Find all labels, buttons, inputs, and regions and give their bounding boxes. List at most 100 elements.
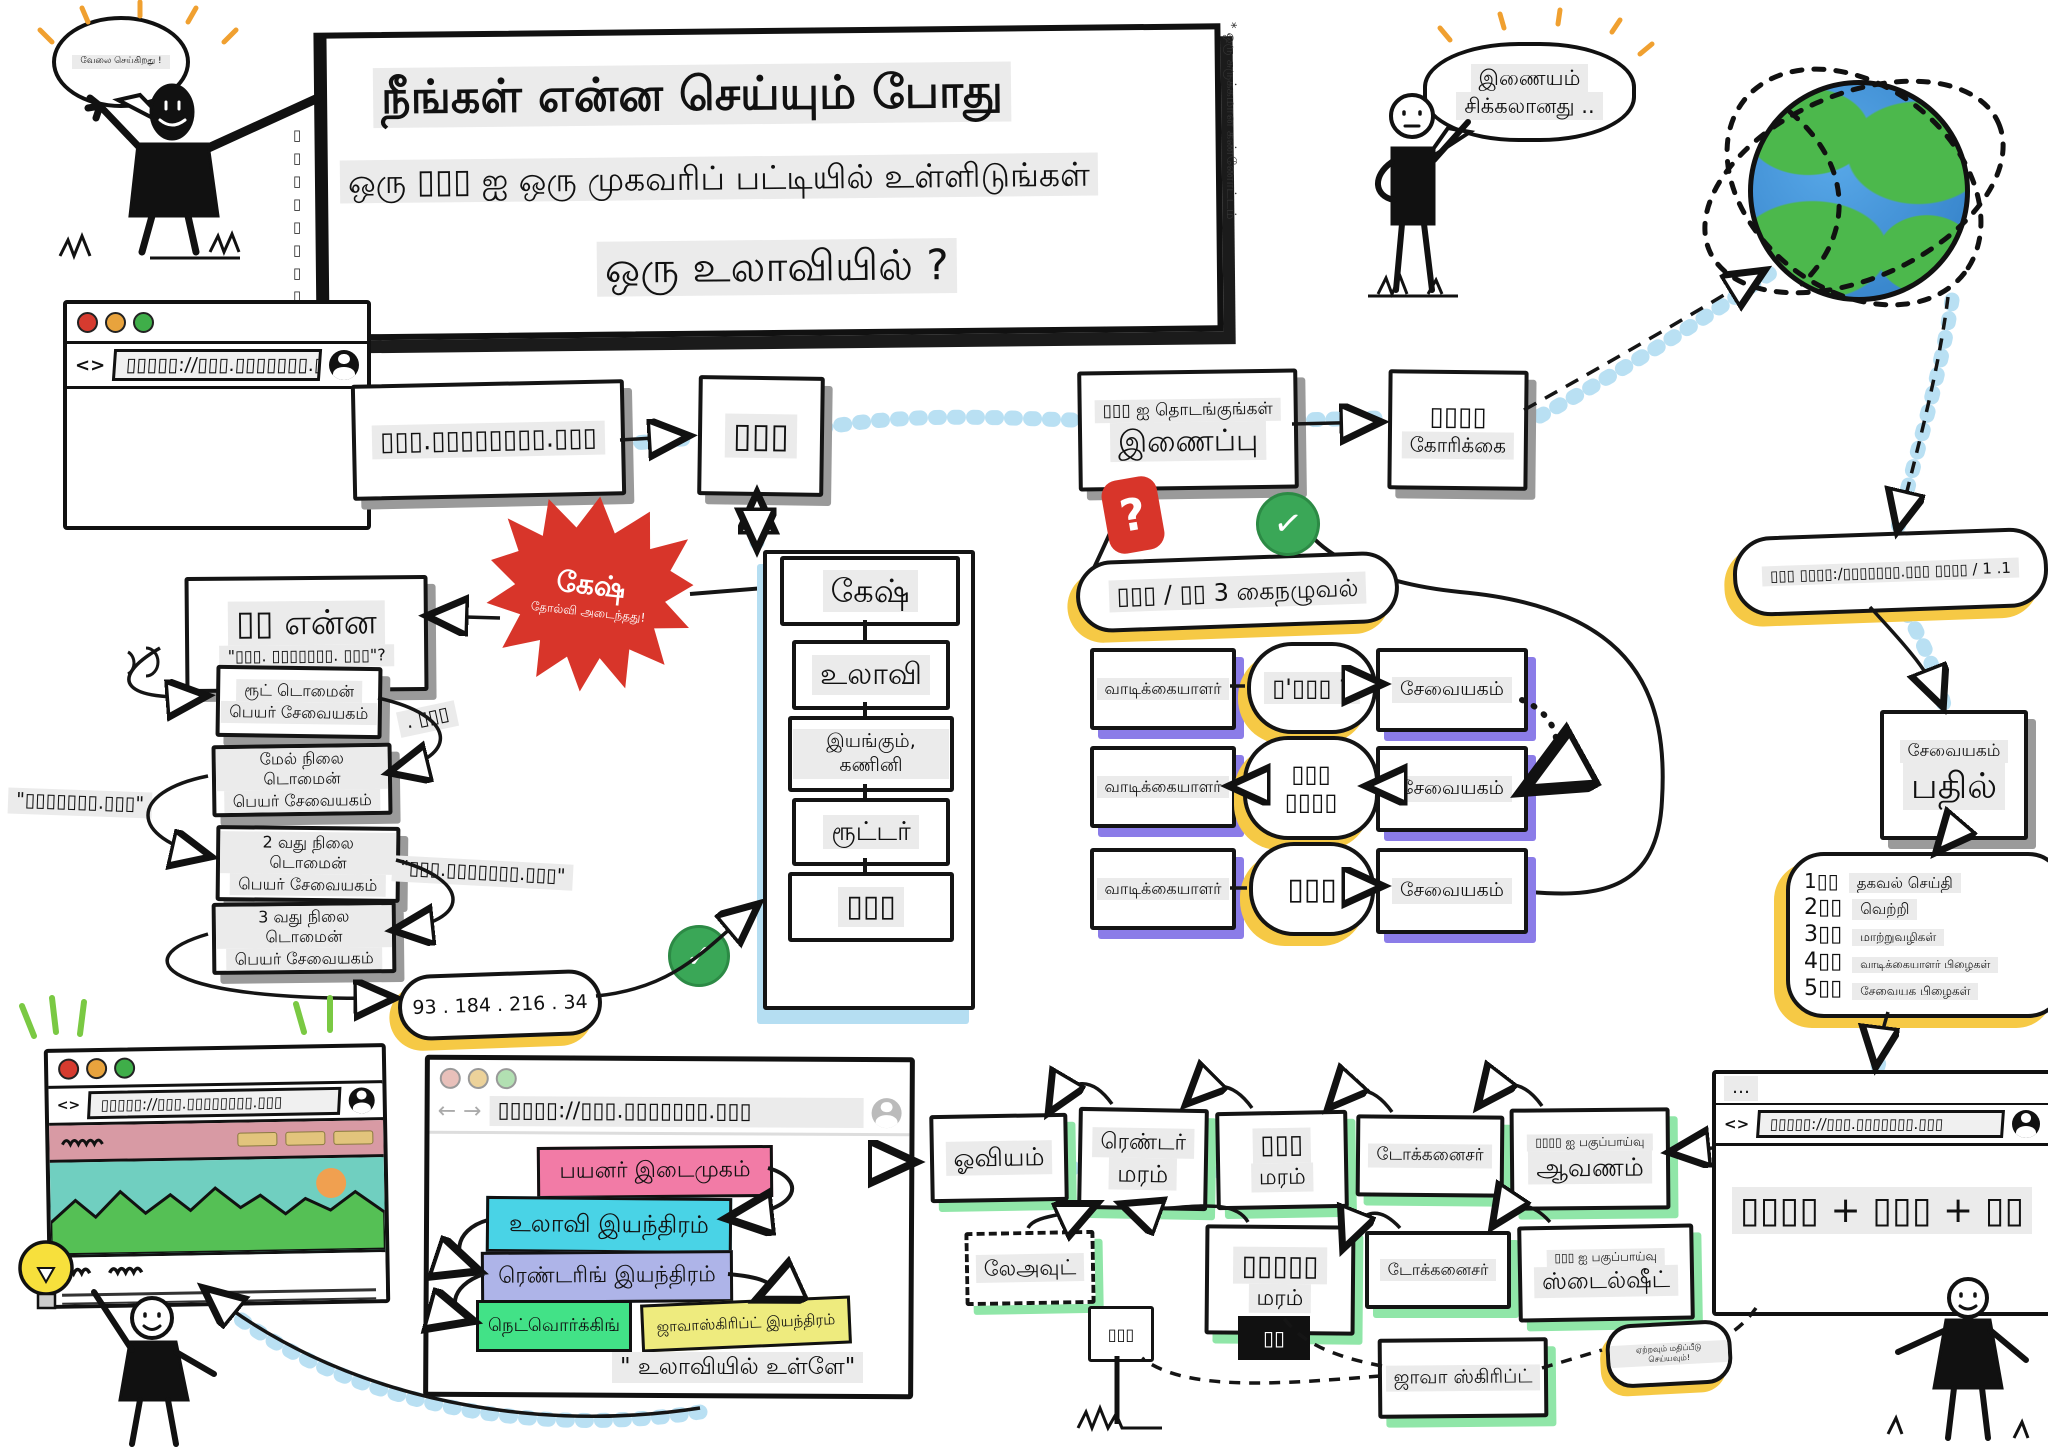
syn-ack-line1: ▯▯▯ (1291, 760, 1331, 788)
dns-server-line2: பெயர் சேவையகம் (221, 700, 377, 726)
parse-css-line1: ▯▯▯ ஐ பகுப்பாய்வு (1546, 1248, 1666, 1268)
left-speech-text: வேலை செய்கிறது ! (72, 55, 170, 69)
cssom-line2: மரம் (1248, 1283, 1312, 1314)
page-navbar (49, 1120, 384, 1163)
status-row: 4▯▯ வாடிக்கையாளர் பிழைகள் (1804, 949, 1999, 975)
dns-check-badge: ✓ (668, 925, 730, 987)
address-bar: <> ▯▯▯▯▯://▯▯▯.▯▯▯▯▯▯▯.▯▯▯ (1716, 1105, 2048, 1146)
status-label: மாற்றுவழிகள் (1852, 929, 1945, 947)
server-label: சேவையகம் (1392, 776, 1512, 802)
cache-item-browser: உலாவி (792, 640, 950, 710)
parse-html-line1: ▯▯▯▯ ஐ பகுப்பாய்வு (1527, 1133, 1653, 1152)
syn-ack-cloud: ▯▯▯ ▯▯▯▯ (1243, 736, 1379, 840)
cache-item-os: இயங்கும், கணினி (788, 716, 954, 792)
engine-layer-browser-engine: உலாவி இயந்திரம் (485, 1195, 733, 1255)
rendered-page-browser: <> ▯▯▯▯▯://▯▯▯.▯▯▯▯▯▯▯▯.▯▯▯ (43, 1043, 391, 1309)
dns-question-line1: ▯▯ என்ன (227, 600, 385, 646)
profile-avatar (348, 1087, 375, 1114)
request-line2: கோரிக்கை (1401, 430, 1515, 460)
render-tree-line2: மரம் (1108, 1157, 1177, 1191)
url-input: ▯▯▯▯▯://▯▯▯.▯▯▯▯▯▯▯▯.▯▯▯ (87, 1086, 342, 1120)
css-tokenizer-box: டோக்கனைசர் (1365, 1231, 1511, 1309)
www-domain-text: ▯▯▯.▯▯▯▯▯▯▯▯.▯▯▯ (371, 420, 606, 460)
title-board: நீங்கள் என்ன செய்யும் போது ஒரு ▯▯▯ ஐ ஒரு… (313, 23, 1224, 341)
status-code: 2▯▯ (1804, 895, 1843, 921)
nav-button (333, 1130, 374, 1145)
engine-layer-networking: நெட்வொர்க்கிங் (476, 1300, 632, 1352)
cache-item-label: இயங்கும், கணினி (793, 729, 949, 779)
status-label: வெற்றி (1852, 899, 1918, 921)
parse-css-box: ▯▯▯ ஐ பகுப்பாய்வு ஸ்டைல்ஷீட் (1517, 1223, 1695, 1323)
code-icon: <> (75, 354, 106, 376)
nav-button (237, 1131, 278, 1147)
dom-tree-box: ▯▯▯ மரம் (1215, 1109, 1349, 1211)
request-box: ▯▯▯▯ கோரிக்கை (1387, 369, 1529, 491)
check-mark: ✓ (1271, 502, 1305, 546)
profile-avatar (871, 1098, 902, 1129)
engine-layer-label: உலாவி இயந்திரம் (508, 1208, 710, 1239)
code-icon: <> (56, 1097, 81, 1114)
status-row: 3▯▯ மாற்றுவழிகள் (1804, 922, 1945, 947)
dns-server-line1: 2 வது நிலை டொமைன் (219, 831, 397, 875)
minimize-dot-icon (467, 1067, 489, 1090)
engine-layer-ui: பயனர் இடைமுகம் (536, 1144, 774, 1200)
layout-box: லேஅவுட் (964, 1229, 1096, 1307)
paint-label: ஓவியம் (945, 1140, 1053, 1176)
title-line1: நீங்கள் என்ன செய்யும் போது (372, 61, 1012, 128)
status-label: சேவையக பிழைகள் (1852, 983, 1979, 1001)
viewer-figure (91, 1289, 217, 1447)
html-css-js-text: ▯▯▯▯ + ▯▯▯ + ▯▯ (1731, 1187, 2033, 1234)
initiate-connection-box: ▯▯▯ ஐ தொடங்குங்கள் இணைப்பு (1077, 368, 1299, 492)
dns-server-line2: பெயர் சேவையகம் (230, 873, 386, 897)
server-label: சேவையகம் (1392, 677, 1512, 703)
tld-label: . ▯▯▯ (395, 700, 460, 738)
js-note-cloud: ஏற்றவும் மதிப்பீடு செய்யவும்! (1604, 1318, 1734, 1390)
right-speech-text-2: சிக்கலானது .. (1456, 92, 1603, 121)
status-code: 4▯▯ (1804, 949, 1843, 975)
ack-cloud: ▯▯▯ (1249, 842, 1375, 936)
url-text: ▯▯▯ (724, 413, 798, 459)
connection-line2: இணைப்பு (1109, 420, 1267, 463)
css-chip: ▯▯ (1238, 1316, 1310, 1360)
render-tree-line1: ரெண்டர் (1092, 1127, 1195, 1159)
check-mark: ✓ (685, 937, 713, 975)
profile-avatar (329, 350, 359, 380)
dom-sign-text: ▯▯▯ (1107, 1324, 1135, 1344)
ack-text: ▯▯▯ (1287, 871, 1337, 907)
cache-miss-burst: கேஷ் தோல்வி அடைந்தது! (478, 486, 701, 702)
reply-line1: சேவையகம் (1899, 739, 2009, 764)
minimize-dot-icon (85, 1057, 108, 1080)
title-line2: ஒரு ▯▯▯ ஐ ஒரு முகவரிப் பட்டியில் உள்ளிடு… (339, 152, 1098, 204)
address-bar: <> ▯▯▯▯▯://▯▯▯.▯▯▯▯▯▯▯.▯▯▯ (67, 344, 367, 389)
domain-label: "▯▯▯▯▯▯▯.▯▯▯" (7, 787, 153, 819)
engine-layer-javascript: ஜாவாஸ்கிரிப்ட் இயந்திரம் (640, 1295, 852, 1353)
dom-signpost: ▯▯▯ (1088, 1306, 1154, 1362)
cache-item-label: ரூட்டர் (823, 814, 919, 850)
status-row: 2▯▯ வெற்றி (1804, 895, 1918, 921)
status-code: 5▯▯ (1804, 976, 1843, 1002)
close-dot-icon (77, 312, 98, 333)
url-input: ▯▯▯▯▯://▯▯▯.▯▯▯▯▯▯▯.▯▯▯ (112, 349, 323, 381)
maximize-dot-icon (495, 1068, 517, 1090)
tokenizer-label: டோக்கனைசர் (1368, 1143, 1492, 1169)
status-row: 5▯▯ சேவையக பிழைகள் (1804, 976, 1979, 1002)
dns-root-server-box: ரூட் டொமைன் பெயர் சேவையகம் (215, 664, 383, 740)
server-box-1: சேவையகம் (1376, 648, 1528, 732)
address-bar-browser: <> ▯▯▯▯▯://▯▯▯.▯▯▯▯▯▯▯.▯▯▯ (63, 300, 371, 530)
nav-button (285, 1131, 326, 1146)
parse-html-line2: ஆவணம் (1528, 1150, 1652, 1185)
maximize-dot-icon (133, 312, 154, 333)
syn-ack-line2: ▯▯▯▯ (1284, 788, 1338, 816)
server-label: சேவையகம் (1392, 878, 1512, 904)
cache-title: கேஷ் (822, 570, 918, 612)
check-badge: ✓ (1251, 487, 1325, 561)
css-chip-text: ▯▯ (1262, 1326, 1285, 1350)
dns-server-line2: பெயர் சேவையகம் (224, 788, 380, 814)
menu-dots-icon: … (1724, 1076, 1758, 1101)
handshake-banner: ▯▯▯ / ▯▯ 3 கைநழுவல் (1074, 550, 1401, 634)
dns-second-level-box: 2 வது நிலை டொமைன் பெயர் சேவையகம் (215, 825, 401, 903)
status-label: தகவல் செய்தி (1848, 872, 1961, 894)
dom-tree-line1: ▯▯▯ (1251, 1127, 1312, 1164)
layout-label: லேஅவுட் (975, 1252, 1085, 1284)
html-tokenizer-box: டோக்கனைசர் (1355, 1114, 1505, 1198)
